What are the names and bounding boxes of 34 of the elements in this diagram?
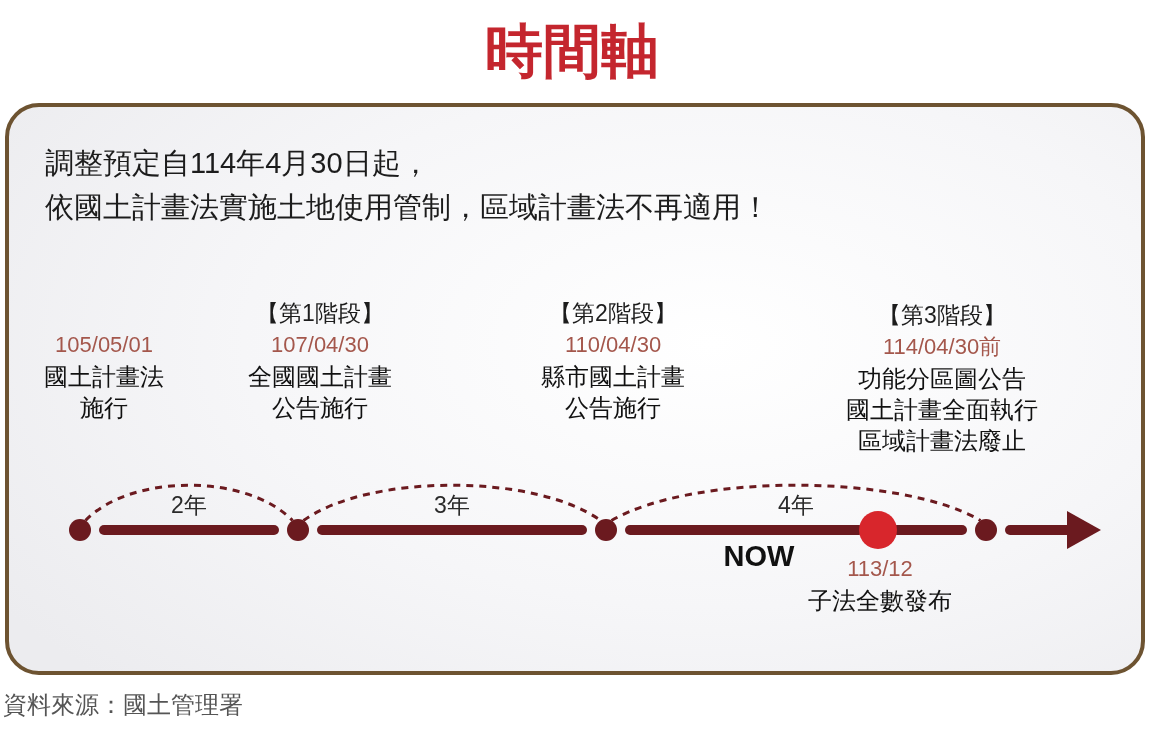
date-label: 114/04/30前: [882, 333, 1002, 361]
highlight-dot: [859, 511, 897, 549]
title: 時間軸: [485, 20, 659, 84]
edge-label: 2年: [171, 491, 207, 520]
stage-label: 【第2階段】: [549, 299, 677, 328]
notice-text: 依國土計畫法實施土地使用管制，區域計畫法不再適用！: [45, 190, 770, 224]
span-arc: [610, 483, 982, 522]
timeline-dot: [287, 519, 309, 541]
source-note: 資料來源：國土管理署: [3, 690, 243, 720]
event-text: 國土計畫法施行: [43, 362, 165, 423]
timeline-bar: [317, 525, 587, 535]
timeline-dot: [69, 519, 91, 541]
date-label: 110/04/30: [564, 331, 662, 359]
event-text: 區域計畫法廢止: [858, 426, 1026, 456]
timeline-dot: [595, 519, 617, 541]
event-text: 國土計畫全面執行: [846, 395, 1038, 425]
event-text: 功能分區圖公告: [858, 364, 1026, 394]
notice-text: 調整預定自114年4月30日起，: [45, 146, 430, 180]
edge-label: 3年: [434, 491, 470, 520]
event-text: 全國國土計畫公告施行: [247, 362, 393, 423]
date-label: 107/04/30: [271, 331, 369, 359]
stage-label: 【第3階段】: [878, 301, 1006, 330]
stage-label: 【第1階段】: [256, 299, 384, 328]
now-label: NOW: [723, 539, 795, 573]
arrow: [1005, 511, 1101, 549]
date-label: 113/12: [847, 555, 913, 583]
date-label: 105/05/01: [55, 331, 153, 359]
panel: [5, 103, 1145, 675]
edge-label: 4年: [778, 491, 814, 520]
timeline-bar: [99, 525, 279, 535]
event-text: 子法全數發布: [808, 586, 952, 616]
event-text: 縣市國土計畫公告施行: [540, 362, 686, 423]
span-arc: [84, 483, 294, 522]
timeline-dot: [975, 519, 997, 541]
